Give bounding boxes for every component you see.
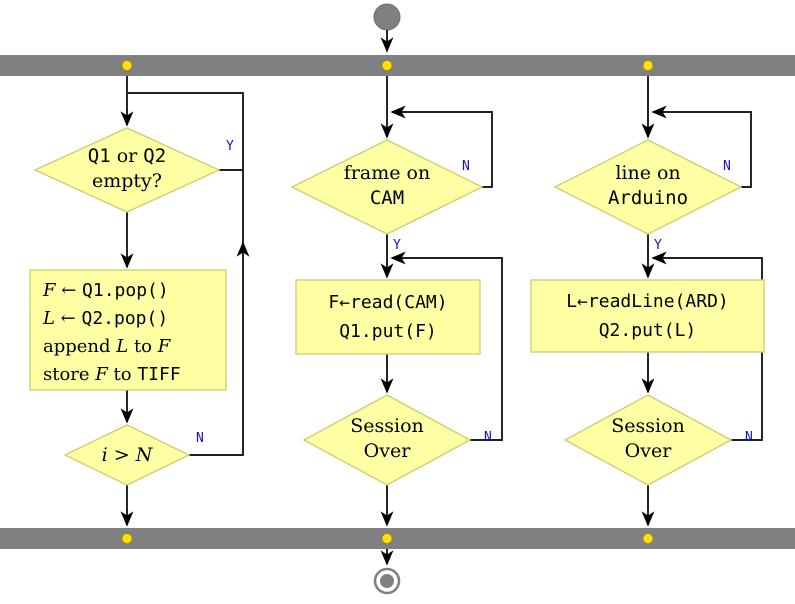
var-n: N [135, 444, 153, 466]
join-bar [0, 528, 795, 549]
process-readline-label: L←readLine(ARD) Q2.put(L) [531, 287, 764, 345]
edge-label-yes-3: Y [654, 238, 662, 253]
end-node-ring [373, 567, 401, 595]
decision-empty-line1: Q1 or Q2 [35, 144, 219, 169]
end-node-core [380, 574, 394, 588]
decision-empty-diamond [33, 127, 221, 213]
thread2-edges [380, 76, 503, 527]
read-cam-line2: Q1.put(F) [339, 321, 437, 342]
decision-empty-line2: empty? [92, 170, 162, 192]
to-text: to [107, 364, 138, 385]
read-cam-line1: F←read(CAM) [328, 292, 448, 313]
fork-bar [0, 55, 795, 76]
q2-pop-code: Q2.pop() [81, 308, 169, 329]
t2-no-loop [390, 105, 493, 188]
decision-line-diamond [553, 139, 743, 235]
decision-frame-line1: frame on [343, 162, 431, 184]
process-read-cam-label: F←read(CAM) Q1.put(F) [296, 288, 480, 346]
edge-label-no-2: N [462, 159, 470, 174]
var-f: F [157, 336, 171, 357]
t3-no-loop [651, 105, 752, 188]
decision-session-label-2: Session Over [304, 414, 470, 464]
var-l: L [116, 336, 129, 357]
process-pop-label: F ← Q1.pop() L ← Q2.pop() append L to F … [43, 277, 181, 389]
decision-count-label: i > N [65, 443, 189, 468]
readline-line1: L←readLine(ARD) [566, 291, 729, 312]
tiff-code: TIFF [137, 364, 181, 385]
t1-loop-rail-up [189, 241, 250, 456]
edge-label-no-3s: N [745, 430, 753, 445]
q2-code: Q2 [143, 145, 167, 167]
assign-arrow: ← [55, 280, 83, 301]
decision-empty-label: Q1 or Q2 empty? [35, 144, 219, 194]
pop-line1: F ← Q1.pop() [43, 277, 181, 305]
decision-frame-diamond [290, 139, 484, 235]
fork-dot-3 [642, 60, 654, 71]
store-text: store [43, 364, 96, 385]
decision-line-label: line on Arduino [556, 161, 740, 211]
process-pop-box [29, 269, 227, 391]
session-line1: Session [611, 415, 685, 437]
cam-code: CAM [369, 187, 405, 209]
t1-loop-rail-top [128, 92, 244, 246]
var-i: i [101, 444, 108, 466]
t2-session-loop [390, 251, 503, 441]
edge-label-no-1: N [196, 431, 204, 446]
decision-session-label-3: Session Over [565, 414, 731, 464]
decision-frame-label: frame on CAM [292, 161, 482, 211]
pop-line4: store F to TIFF [43, 361, 181, 389]
q1-pop-code: Q1.pop() [82, 280, 169, 301]
thread1-edges [120, 76, 250, 527]
or-text: or [110, 145, 144, 167]
join-dot-2 [381, 533, 393, 544]
edge-label-yes-1: Y [226, 139, 234, 154]
fork-dot-1 [121, 60, 133, 71]
gt-op: > [107, 444, 136, 466]
join-dot-1 [121, 533, 133, 544]
session-line1: Session [350, 415, 424, 437]
edge-label-no-3: N [723, 159, 731, 174]
session-line2: Over [624, 440, 672, 462]
decision-count-diamond [63, 424, 191, 486]
arduino-code: Arduino [607, 187, 689, 209]
process-read-cam-box [295, 279, 481, 355]
assign-arrow: ← [54, 308, 82, 329]
var-l: L [43, 308, 55, 329]
pop-line3: append L to F [43, 333, 181, 361]
session-line2: Over [363, 440, 411, 462]
process-readline-box [530, 279, 765, 353]
append-text: append [43, 336, 117, 357]
decision-line-line1: line on [615, 162, 681, 184]
edge-label-yes-2: Y [393, 238, 401, 253]
start-node [373, 3, 401, 31]
join-dot-3 [642, 533, 654, 544]
decision-session-diamond-3 [563, 394, 733, 486]
var-f: F [95, 364, 108, 385]
decision-session-diamond-2 [302, 394, 472, 486]
edge-label-no-2s: N [484, 430, 492, 445]
pop-line2: L ← Q2.pop() [43, 305, 181, 333]
var-f: F [43, 280, 56, 301]
q1-code: Q1 [87, 145, 111, 167]
fork-dot-2 [381, 60, 393, 71]
to-text: to [128, 336, 158, 357]
readline-line2: Q2.put(L) [598, 320, 697, 341]
